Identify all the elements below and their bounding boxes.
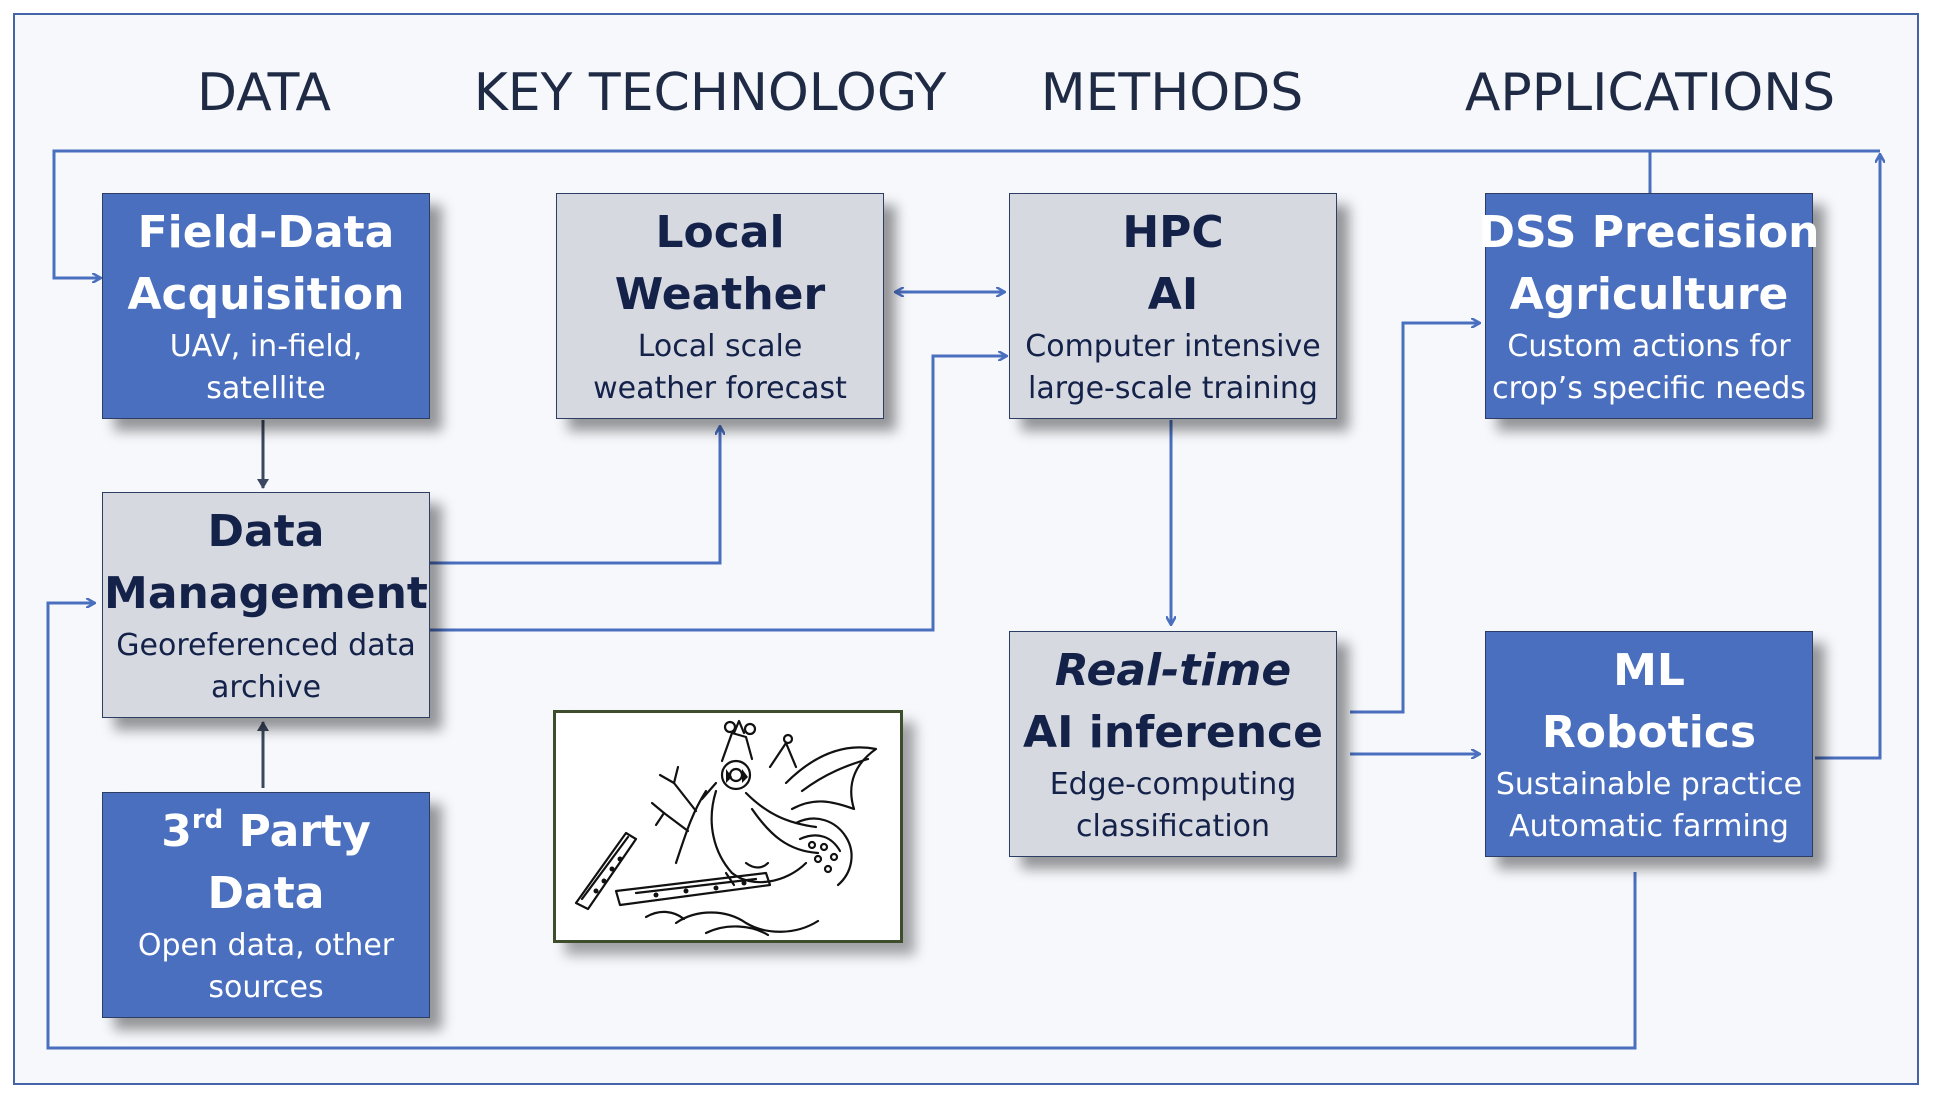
box-subtitle: Custom actions for <box>1507 329 1791 364</box>
box-local-weather: Local Weather Local scale weather foreca… <box>556 193 884 419</box>
box-title: 3rd Party <box>161 801 371 863</box>
title-rest: Party <box>223 806 371 857</box>
box-subtitle: classification <box>1075 809 1271 844</box>
box-subtitle: satellite <box>206 371 326 406</box>
box-subtitle: Local scale <box>637 329 803 364</box>
box-title: Acquisition <box>127 269 405 320</box>
box-3rd-party-data: 3rd Party Data Open data, other sources <box>102 792 430 1018</box>
box-hpc-ai: HPC AI Computer intensive large-scale tr… <box>1009 193 1337 419</box>
loop-bottom <box>46 603 1637 1050</box>
box-title: Robotics <box>1541 707 1757 758</box>
box-subtitle: Sustainable practice <box>1495 767 1803 802</box>
box-subtitle: crop’s specific needs <box>1492 371 1806 406</box>
header-data: DATA <box>197 63 331 123</box>
box-field-data-acquisition: Field-Data Acquisition UAV, in-field, sa… <box>102 193 430 419</box>
box-title: Weather <box>614 269 826 320</box>
box-title: DSS Precision <box>1478 207 1820 258</box>
box-title: Local <box>655 207 785 258</box>
arrow-realtime-to-dss <box>1350 323 1479 714</box>
box-subtitle: large-scale training <box>1028 371 1318 406</box>
loop-right-side <box>1815 155 1880 760</box>
box-subtitle: Edge-computing <box>1049 767 1297 802</box>
box-subtitle: Automatic farming <box>1509 809 1789 844</box>
box-title: AI inference <box>1023 707 1323 758</box>
box-dss-precision-agriculture: DSS Precision Agriculture Custom actions… <box>1478 193 1820 419</box>
box-title: Management <box>104 568 428 619</box>
box-subtitle: sources <box>208 970 324 1005</box>
box-realtime-ai-inference: Real-time AI inference Edge-computing cl… <box>1009 631 1337 857</box>
sketch-illustration <box>553 710 903 943</box>
title-number: 3 <box>161 806 192 857</box>
box-ml-robotics: ML Robotics Sustainable practice Automat… <box>1485 631 1813 857</box>
box-title: Field-Data <box>137 207 395 258</box>
box-subtitle: Computer intensive <box>1025 329 1321 364</box>
loop-top-left <box>52 149 1652 278</box>
box-subtitle: Georeferenced data <box>116 628 416 663</box>
arrow-dm-to-weather <box>430 427 720 565</box>
arrow-dm-to-hpc <box>430 356 1006 632</box>
box-subtitle: Open data, other <box>137 928 395 963</box>
box-title: Data <box>207 506 325 557</box>
box-title: ML <box>1613 645 1685 696</box>
header-applications: APPLICATIONS <box>1464 63 1836 123</box>
header-methods: METHODS <box>1040 63 1304 123</box>
box-subtitle: UAV, in-field, <box>169 329 363 364</box>
box-title: Data <box>207 868 325 919</box>
box-title: AI <box>1147 269 1199 320</box>
title-superscript: rd <box>191 805 224 835</box>
box-title: Agriculture <box>1509 269 1789 320</box>
ink-drawing-image <box>574 719 878 937</box>
box-data-management: Data Management Georeferenced data archi… <box>102 492 430 718</box>
header-key-technology: KEY TECHNOLOGY <box>473 63 947 123</box>
box-subtitle: archive <box>210 670 322 705</box>
box-title: Real-time <box>1054 645 1292 696</box>
box-title: HPC <box>1122 207 1224 258</box>
box-subtitle: weather forecast <box>593 371 847 406</box>
